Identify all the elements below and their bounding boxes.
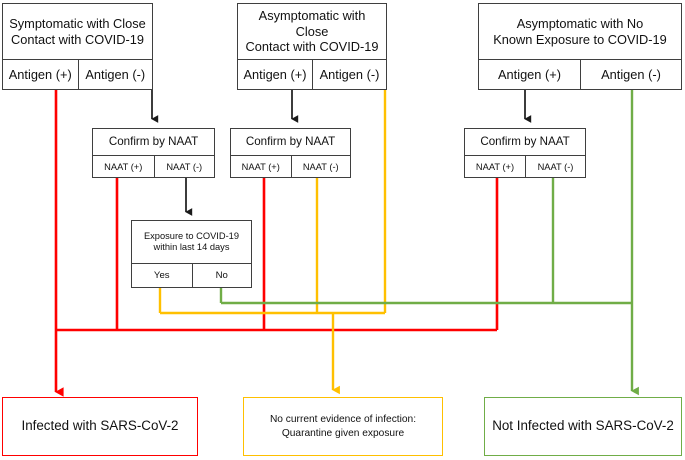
scenario-title-3-line1: Asymptomatic with No: [516, 15, 644, 31]
exposure-title-line2: within last 14 days: [153, 242, 230, 252]
scenario-2-antigen-positive[interactable]: Antigen (+): [243, 67, 307, 82]
scenario-3-antigen-positive[interactable]: Antigen (+): [498, 67, 561, 82]
scenario-1-antigen-row: Antigen (+) Antigen (-): [3, 59, 152, 89]
naat-2-title: Confirm by NAAT: [245, 134, 336, 148]
naat-2-negative[interactable]: NAAT (-): [290, 156, 351, 177]
scenario-title-2: Asymptomatic with Close Contact with COV…: [238, 4, 386, 59]
scenario-title-2-line2: Contact with COVID-19: [245, 39, 379, 55]
exposure-answer-row: Yes No: [132, 263, 251, 287]
scenario-3-antigen-negative[interactable]: Antigen (-): [580, 60, 681, 89]
scenario-box-asymptomatic-close-contact[interactable]: Asymptomatic with Close Contact with COV…: [237, 3, 387, 90]
scenario-title-1-line1: Symptomatic with Close: [9, 15, 146, 31]
scenario-title-3-line2: Known Exposure to COVID-19: [493, 31, 667, 47]
result-box-not-infected[interactable]: Not Infected with SARS-CoV-2: [484, 397, 682, 456]
naat-1-title: Confirm by NAAT: [108, 134, 199, 148]
result-quarantine-line1: No current evidence of infection:: [269, 413, 417, 425]
naat-3-negative[interactable]: NAAT (-): [525, 156, 585, 177]
result-infected-label: Infected with SARS-CoV-2: [21, 418, 179, 434]
naat-box-3[interactable]: Confirm by NAAT NAAT (+) NAAT (-): [464, 128, 586, 178]
scenario-1-antigen-positive[interactable]: Antigen (+): [8, 67, 72, 82]
naat-box-1[interactable]: Confirm by NAAT NAAT (+) NAAT (-): [92, 128, 215, 178]
naat-3-title: Confirm by NAAT: [480, 134, 570, 148]
exposure-answer-no[interactable]: No: [191, 264, 252, 287]
exposure-title: Exposure to COVID-19 within last 14 days: [132, 221, 251, 263]
naat-1-result-row: NAAT (+) NAAT (-): [93, 155, 214, 177]
scenario-box-symptomatic-close-contact[interactable]: Symptomatic with Close Contact with COVI…: [2, 3, 153, 90]
scenario-title-2-line1: Asymptomatic with Close: [258, 8, 366, 39]
naat-3-result-row: NAAT (+) NAAT (-): [465, 155, 585, 177]
result-not-infected-label: Not Infected with SARS-CoV-2: [492, 418, 674, 434]
scenario-title-1-line2: Contact with COVID-19: [10, 31, 144, 47]
naat-box-2[interactable]: Confirm by NAAT NAAT (+) NAAT (-): [230, 128, 351, 178]
naat-3-positive[interactable]: NAAT (+): [475, 161, 515, 172]
exposure-box[interactable]: Exposure to COVID-19 within last 14 days…: [131, 220, 252, 288]
exposure-answer-yes[interactable]: Yes: [153, 270, 170, 281]
naat-1-positive[interactable]: NAAT (+): [104, 161, 143, 172]
scenario-title-1: Symptomatic with Close Contact with COVI…: [3, 4, 152, 59]
scenario-2-antigen-negative[interactable]: Antigen (-): [312, 60, 386, 89]
scenario-box-asymptomatic-no-exposure[interactable]: Asymptomatic with No Known Exposure to C…: [478, 3, 682, 90]
result-quarantine-line2: Quarantine given exposure: [281, 427, 405, 439]
exposure-title-line1: Exposure to COVID-19: [143, 230, 240, 241]
result-box-infected[interactable]: Infected with SARS-CoV-2: [2, 397, 198, 456]
scenario-3-antigen-row: Antigen (+) Antigen (-): [479, 59, 681, 89]
naat-2-positive[interactable]: NAAT (+): [241, 161, 280, 172]
scenario-title-3: Asymptomatic with No Known Exposure to C…: [479, 4, 681, 59]
scenario-2-antigen-row: Antigen (+) Antigen (-): [238, 59, 386, 89]
naat-2-result-row: NAAT (+) NAAT (-): [231, 155, 350, 177]
scenario-1-antigen-negative[interactable]: Antigen (-): [77, 60, 153, 89]
result-box-quarantine[interactable]: No current evidence of infection: Quaran…: [243, 397, 443, 456]
naat-1-negative[interactable]: NAAT (-): [153, 156, 215, 177]
